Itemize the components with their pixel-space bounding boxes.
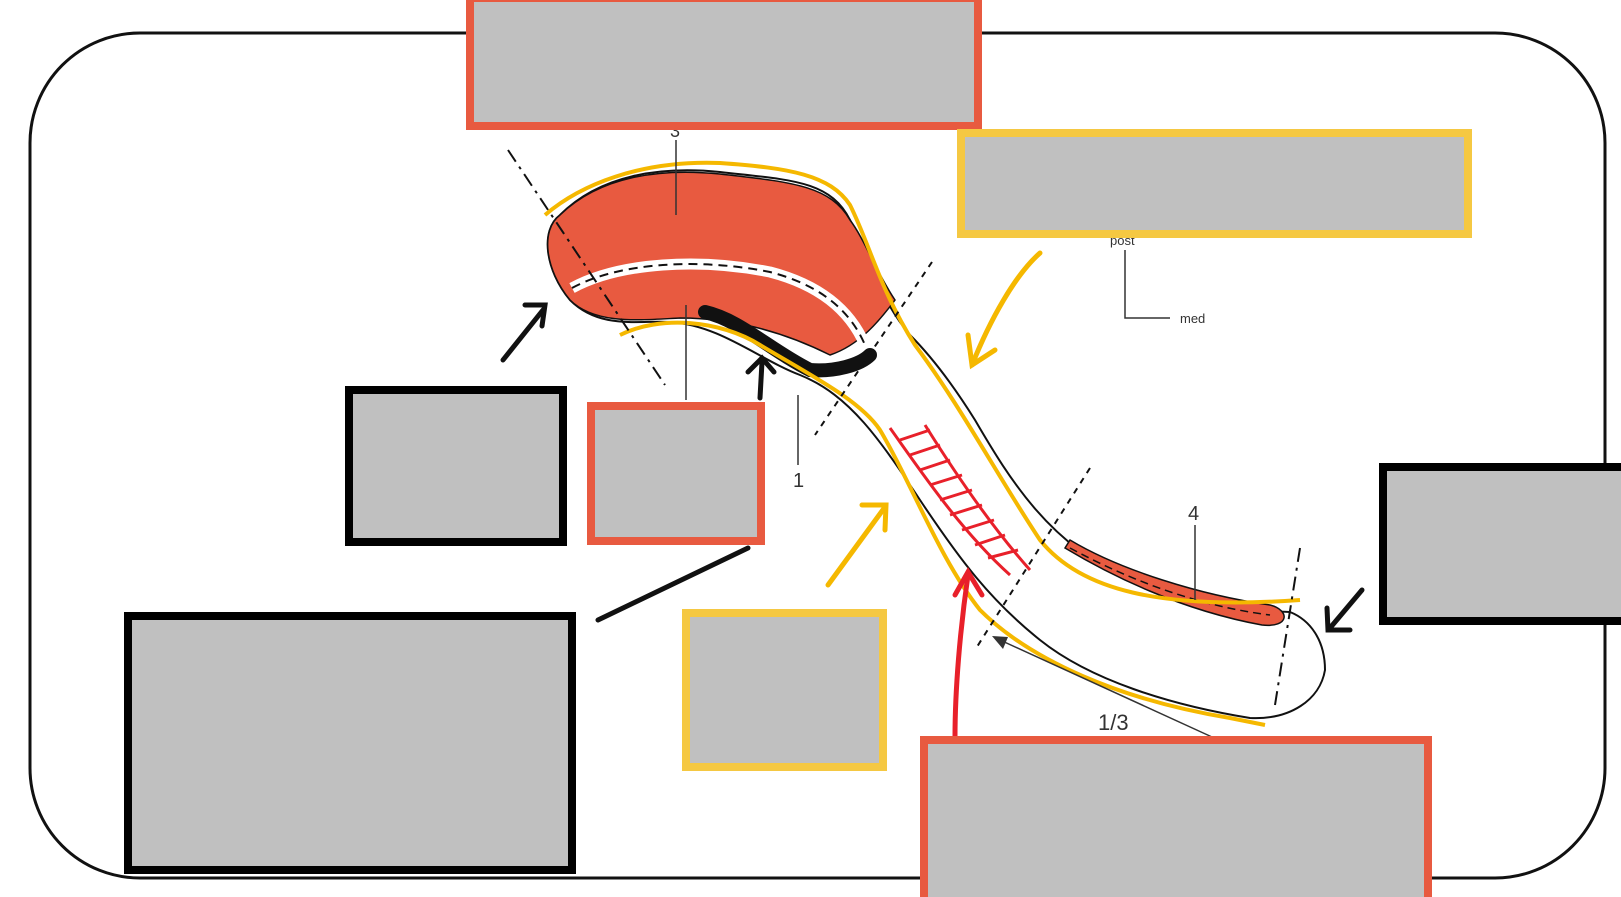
label-4: 4 [1188,503,1199,525]
annotation-box-center-red [591,406,761,541]
annotation-box-left-black [349,390,563,542]
red-hatched-region [890,425,1030,575]
label-one-third: 1/3 [1098,710,1129,735]
label-1: 1 [793,470,804,492]
label-axis-med: med [1180,311,1205,326]
annotation-box-top-red [470,0,978,126]
annotation-box-bottom-red [924,740,1428,897]
annotation-box-top-right-yellow [961,133,1468,234]
measure-arrowhead [992,636,1008,649]
annotation-box-bottom-yellow [686,613,883,767]
cut-line-4 [1275,548,1300,705]
orientation-axes [1125,250,1170,318]
annotation-box-right-black [1383,467,1621,621]
annotation-box-bottom-left-black [128,616,572,870]
